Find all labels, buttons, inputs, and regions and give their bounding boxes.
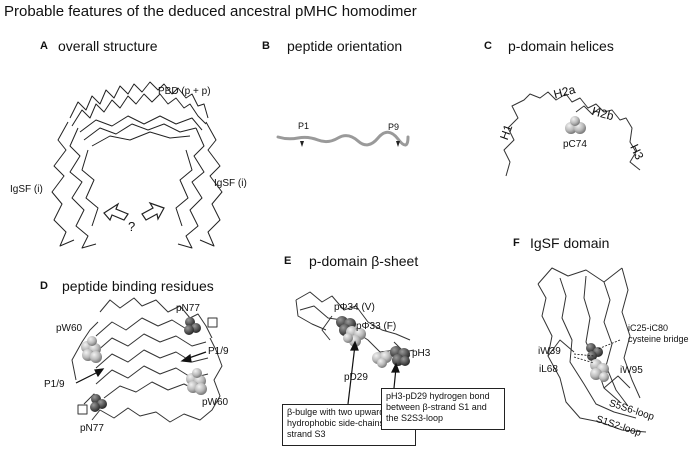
panel-a-arrow-right xyxy=(141,201,165,221)
panel-f-letter: F xyxy=(513,237,520,249)
panel-b-title: peptide orientation xyxy=(287,38,403,54)
panel-d-pw60-top-label: pW60 xyxy=(56,323,83,334)
panel-d-pn77-top-spheres xyxy=(184,317,201,335)
panel-e-box-right: pH3-pD29 hydrogen bond between β-strand … xyxy=(381,388,505,430)
panel-d-p19-left-label: P1/9 xyxy=(44,379,65,390)
panel-e-pphi33-spheres xyxy=(343,326,366,347)
panel-d-arrows xyxy=(75,351,207,384)
panel-b-p9-label: P9 xyxy=(388,122,400,132)
panel-e-ph3-spheres xyxy=(390,346,410,366)
panel-e-pphi34-label: pΦ34 (V) xyxy=(334,302,375,313)
panel-e-letter: E xyxy=(284,255,292,267)
panel-d-pn77-top-label: pN77 xyxy=(176,303,200,314)
panel-e-ph3-label: pH3 xyxy=(412,348,431,359)
panel-c-letter: C xyxy=(484,40,492,52)
panel-e-title: p-domain β-sheet xyxy=(309,253,419,269)
panel-b-p1-marker xyxy=(300,141,304,147)
panel-d-letter: D xyxy=(40,280,48,292)
panel-d-pw60-bottom-label: pW60 xyxy=(202,397,229,408)
panel-f-leaders xyxy=(573,339,621,364)
panel-e-pd29-label: pD29 xyxy=(344,372,368,383)
panel-b-peptide xyxy=(276,130,410,147)
panel-d-title: peptide binding residues xyxy=(62,278,214,294)
panel-f-iw95-spheres xyxy=(590,359,609,382)
panel-c-pc74-label: pC74 xyxy=(563,139,587,150)
figure-title: Probable features of the deduced ancestr… xyxy=(4,3,417,20)
panel-c-pc74-spheres xyxy=(565,116,586,134)
panel-b-p9-marker xyxy=(396,141,400,147)
panel-a-arrow-left xyxy=(103,202,129,222)
panel-f-iw39-label: iW39 xyxy=(538,346,561,357)
panel-f-cysteine-spheres xyxy=(586,343,603,361)
panel-e-pphi33-label: pΦ33 (F) xyxy=(356,321,397,332)
panel-f-title: IgSF domain xyxy=(530,235,610,251)
panel-d-pn77-bottom-spheres xyxy=(90,394,107,412)
panel-d-pn77-bottom-label: pN77 xyxy=(80,423,104,434)
panel-a-ribbon xyxy=(51,81,223,249)
panel-e-pd29-spheres xyxy=(372,351,392,368)
panel-e-arrows xyxy=(347,340,400,405)
panel-d-pw60-bottom-spheres xyxy=(186,368,207,395)
panel-a-title: overall structure xyxy=(58,38,158,54)
panel-f-ribbon xyxy=(537,267,647,433)
panel-c-ribbon xyxy=(503,91,641,177)
panel-f-il68-label: iL68 xyxy=(539,364,558,375)
panel-a-igsf-left-label: IgSF (i) xyxy=(10,184,43,195)
panel-b-p1-label: P1 xyxy=(298,121,310,131)
panel-a-pbd-label: PBD (p + p) xyxy=(158,86,211,97)
panel-f-iw95-label: iW95 xyxy=(620,365,643,376)
panel-d-pw60-top-spheres xyxy=(81,336,102,363)
panel-f-bridge-label: iC25-iC80 cysteine bridge xyxy=(628,323,689,344)
panel-a-letter: A xyxy=(40,40,48,52)
panel-a-question: ? xyxy=(128,219,136,234)
panel-b-letter: B xyxy=(262,40,270,52)
panel-c-title: p-domain helices xyxy=(508,38,614,54)
panel-d-p19-right-label: P1/9 xyxy=(208,346,229,357)
panel-a-igsf-right-label: IgSF (i) xyxy=(214,178,247,189)
